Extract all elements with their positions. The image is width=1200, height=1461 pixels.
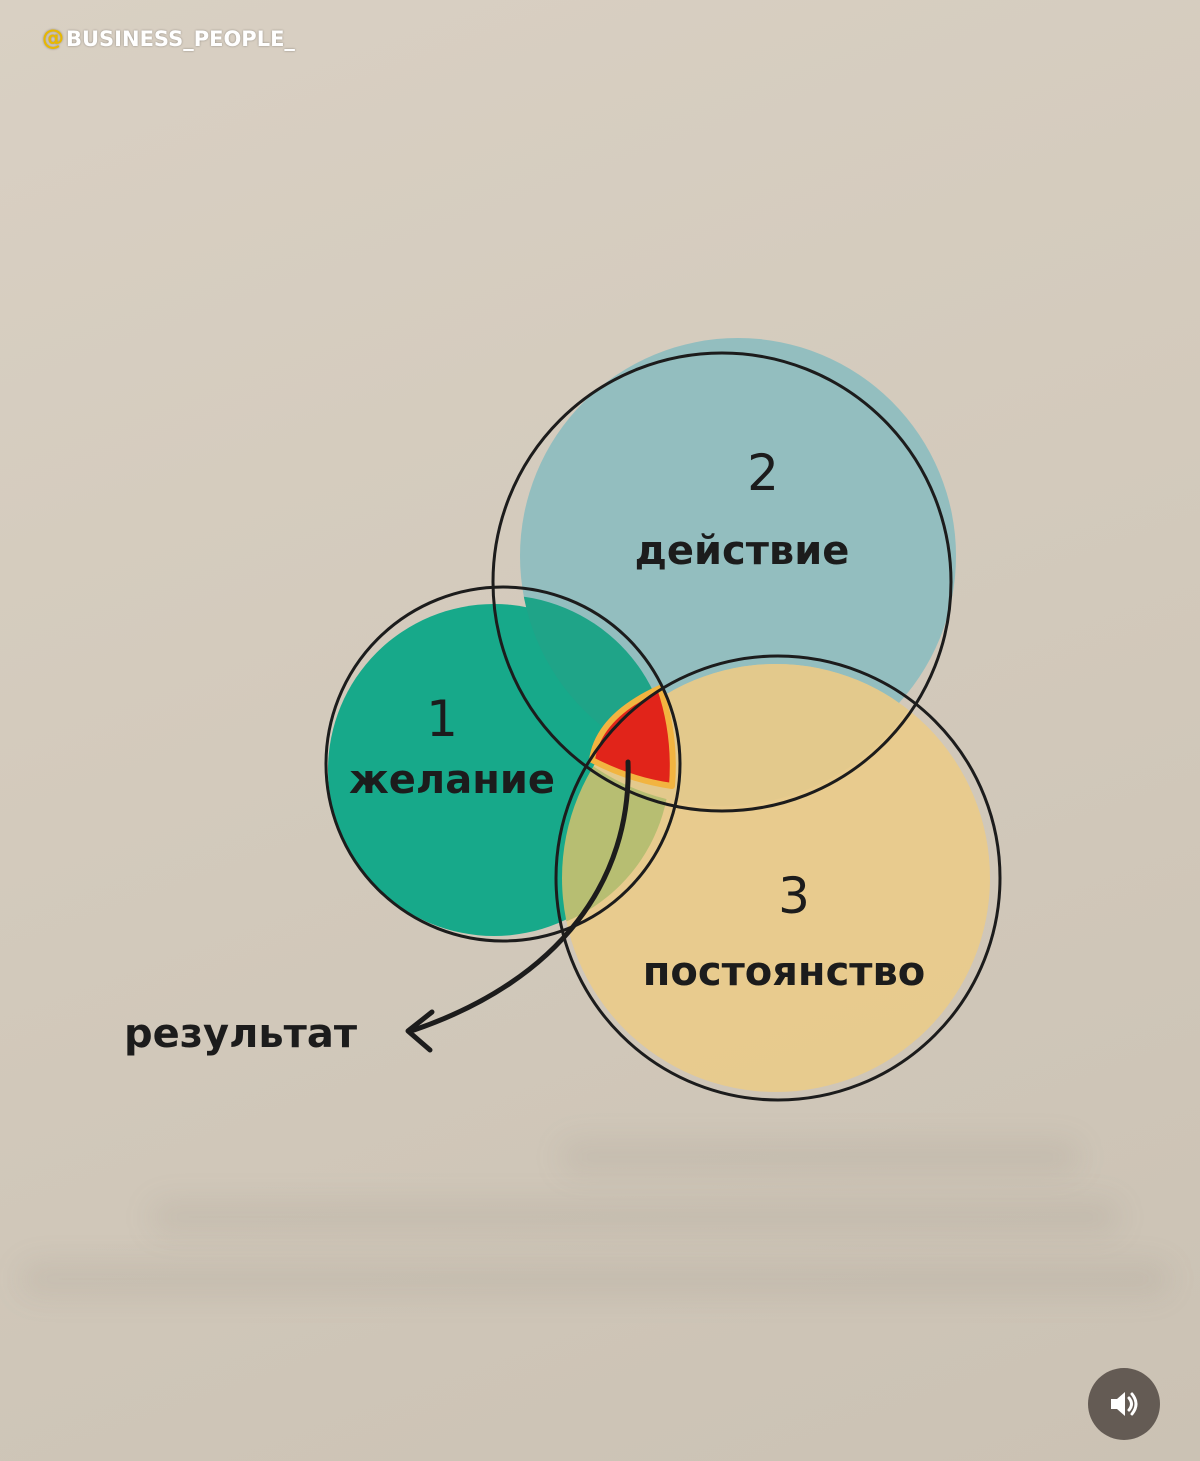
speaker-volume-icon [1111,1392,1138,1416]
result-intersection [589,685,676,789]
bleed-through-line [560,1140,1080,1174]
sound-toggle-button[interactable] [1088,1368,1160,1440]
result-label: результат [124,1011,358,1057]
circle-1-number: 1 [426,690,458,748]
circle-1-label: желание [349,757,555,803]
circle-1-outline [324,585,682,943]
overlap-1-2 [520,595,670,774]
account-handle: BUSINESS_PEOPLE_ [66,26,295,51]
circle-2-outline [491,351,953,813]
circle-2-number: 2 [747,444,779,502]
arrow-head-icon [405,1009,435,1053]
bleed-through-line [150,1200,1120,1234]
circle-2-label: действие [635,528,850,574]
circle-3-label: постоянство [643,949,926,995]
circle-3-number: 3 [778,867,810,925]
circle-3-outline [554,654,1002,1102]
account-watermark: @ BUSINESS_PEOPLE_ [42,26,295,51]
at-symbol: @ [42,26,64,51]
result-arrow [411,759,631,1033]
bleed-through-line [20,1262,1170,1296]
